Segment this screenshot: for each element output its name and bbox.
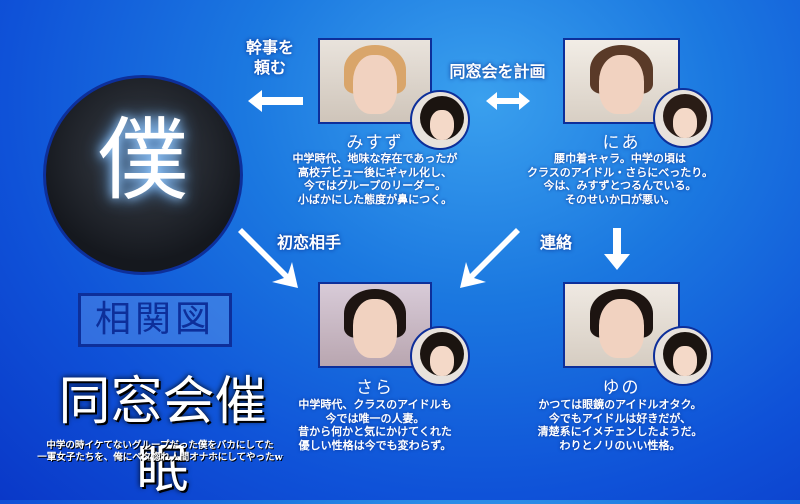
desc-line: 今では唯一の人妻。 — [325, 411, 425, 425]
desc-line: 今は、みすずとつるんでいる。 — [543, 179, 697, 192]
chart-badge: 相関図 — [78, 293, 232, 347]
protagonist-circle: 僕 — [43, 75, 243, 275]
desc-line: 小ばかにした態度が鼻につく。 — [297, 192, 453, 206]
character-name: みすず — [346, 133, 404, 153]
double-arrow-icon — [486, 92, 530, 110]
relation-label-contact: 連絡 — [540, 233, 573, 252]
subtitle-line: 中学の時イケてないグループだった僕をバカにしてた — [46, 440, 274, 451]
character-description: 中学時代、地味な存在であったが 高校デビュー後にギャル化し、 今ではグループのリ… — [270, 152, 480, 206]
relation-label-kanji: 幹事を頼む — [245, 38, 294, 77]
arrow-left-icon — [248, 90, 303, 112]
avatar-sara — [410, 326, 470, 386]
desc-line: 中学時代、クラスのアイドルも — [298, 398, 452, 411]
desc-line: 優しい性格は今でも変わらず。 — [298, 438, 452, 452]
subtitle: 中学の時イケてないグループだった僕をバカにしてた 一軍女子たちを、俺にベタ惚れ人… — [30, 440, 290, 464]
avatar-nia — [653, 88, 713, 148]
desc-line: 昔から何かと気にかけてくれた — [298, 425, 452, 438]
desc-line: かつては眼鏡のアイドルオタク。 — [538, 398, 702, 411]
photo-yuno — [563, 282, 680, 368]
desc-line: 腰巾着キャラ。中学の頃は — [554, 152, 686, 165]
desc-line: 清楚系にイメチェンしたようだ。 — [537, 425, 703, 438]
desc-line: 今ではグループのリーダー。 — [303, 179, 447, 192]
photo-sara — [318, 282, 432, 368]
arrow-down-left-icon — [460, 228, 520, 288]
desc-line: 中学時代、地味な存在であったが — [292, 152, 458, 165]
arrow-down-icon — [604, 228, 630, 270]
protagonist-label: 僕 — [98, 108, 188, 213]
relation-label-first-love: 初恋相手 — [277, 233, 342, 252]
avatar-yuno — [653, 326, 713, 386]
character-name: にあ — [602, 133, 641, 153]
desc-line: わりとノリのいい性格。 — [559, 438, 681, 452]
character-description: かつては眼鏡のアイドルオタク。 今でもアイドルは好きだが、 清楚系にイメチェンし… — [515, 398, 725, 452]
character-name: ゆの — [602, 378, 641, 398]
title: 同窓会催眠 — [58, 372, 267, 500]
character-description: 腰巾着キャラ。中学の頃は クラスのアイドル・さらにべったり。 今は、みすずとつる… — [515, 152, 725, 206]
desc-line: 高校デビュー後にギャル化し、 — [298, 165, 452, 179]
character-description: 中学時代、クラスのアイドルも 今では唯一の人妻。 昔から何かと気にかけてくれた … — [270, 398, 480, 452]
badge-text: 相関図 — [94, 299, 215, 340]
subtitle-line: 一軍女子たちを、俺にベタ惚れ人間オナホにしてやったw — [37, 452, 283, 463]
character-name: さら — [356, 378, 394, 398]
desc-line: そのせいか口が悪い。 — [565, 192, 675, 206]
photo-misuzu — [318, 38, 432, 124]
arrow-down-right-icon — [238, 228, 298, 288]
desc-line: 今でもアイドルは好きだが、 — [548, 411, 692, 425]
avatar-misuzu — [410, 90, 470, 150]
relation-label-planning: 同窓会を計画 — [449, 62, 546, 81]
desc-line: クラスのアイドル・さらにべったり。 — [526, 165, 713, 179]
